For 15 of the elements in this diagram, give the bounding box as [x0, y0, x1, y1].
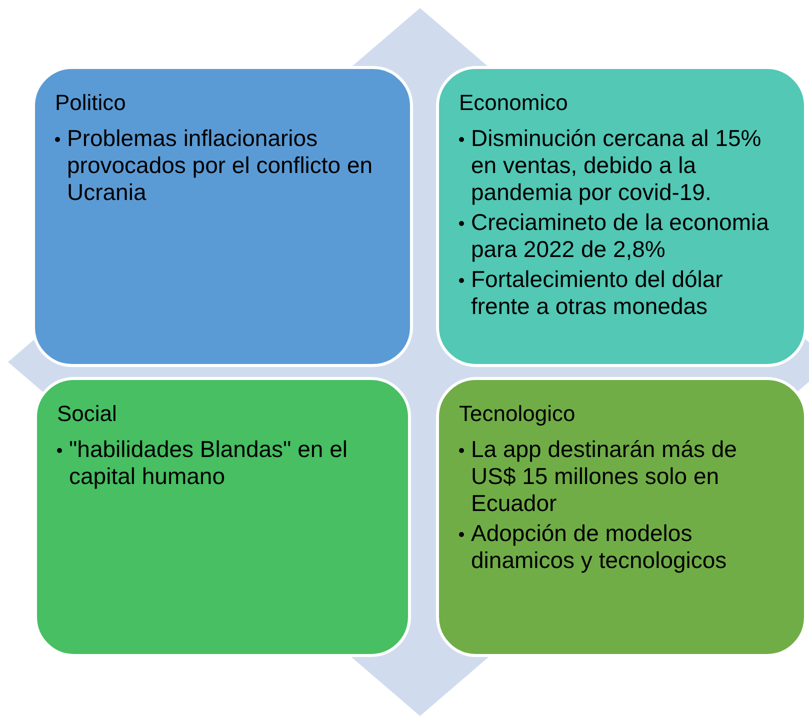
bullet-text: Disminución cercana al 15% en ventas, debido a la pandemia por covid-19. [471, 125, 762, 206]
box-heading: Social [57, 400, 118, 428]
bullet-text: Creciamineto de la economia para 2022 de 2,8% [471, 209, 770, 263]
category-box [436, 377, 807, 657]
bullet-text: Adopción de modelos dinamicos y tecnologicos [471, 520, 728, 574]
category-box [32, 66, 413, 367]
box-heading: Economico [459, 89, 569, 117]
category-box [34, 377, 411, 657]
bullet-text: "habilidades Blandas" en el capital humano [69, 436, 348, 490]
box-heading: Tecnologico [459, 400, 576, 428]
box-heading: Politico [55, 89, 127, 117]
category-box [436, 66, 807, 367]
bullet-text: Problemas inflacionarios provocados por el conflicto en Ucrania [67, 125, 374, 206]
bullet-text: La app destinarán más de US$ 15 millones solo en Ecuador [471, 436, 738, 517]
bullet-text: Fortalecimiento del dólar frente a otras monedas [471, 266, 724, 320]
